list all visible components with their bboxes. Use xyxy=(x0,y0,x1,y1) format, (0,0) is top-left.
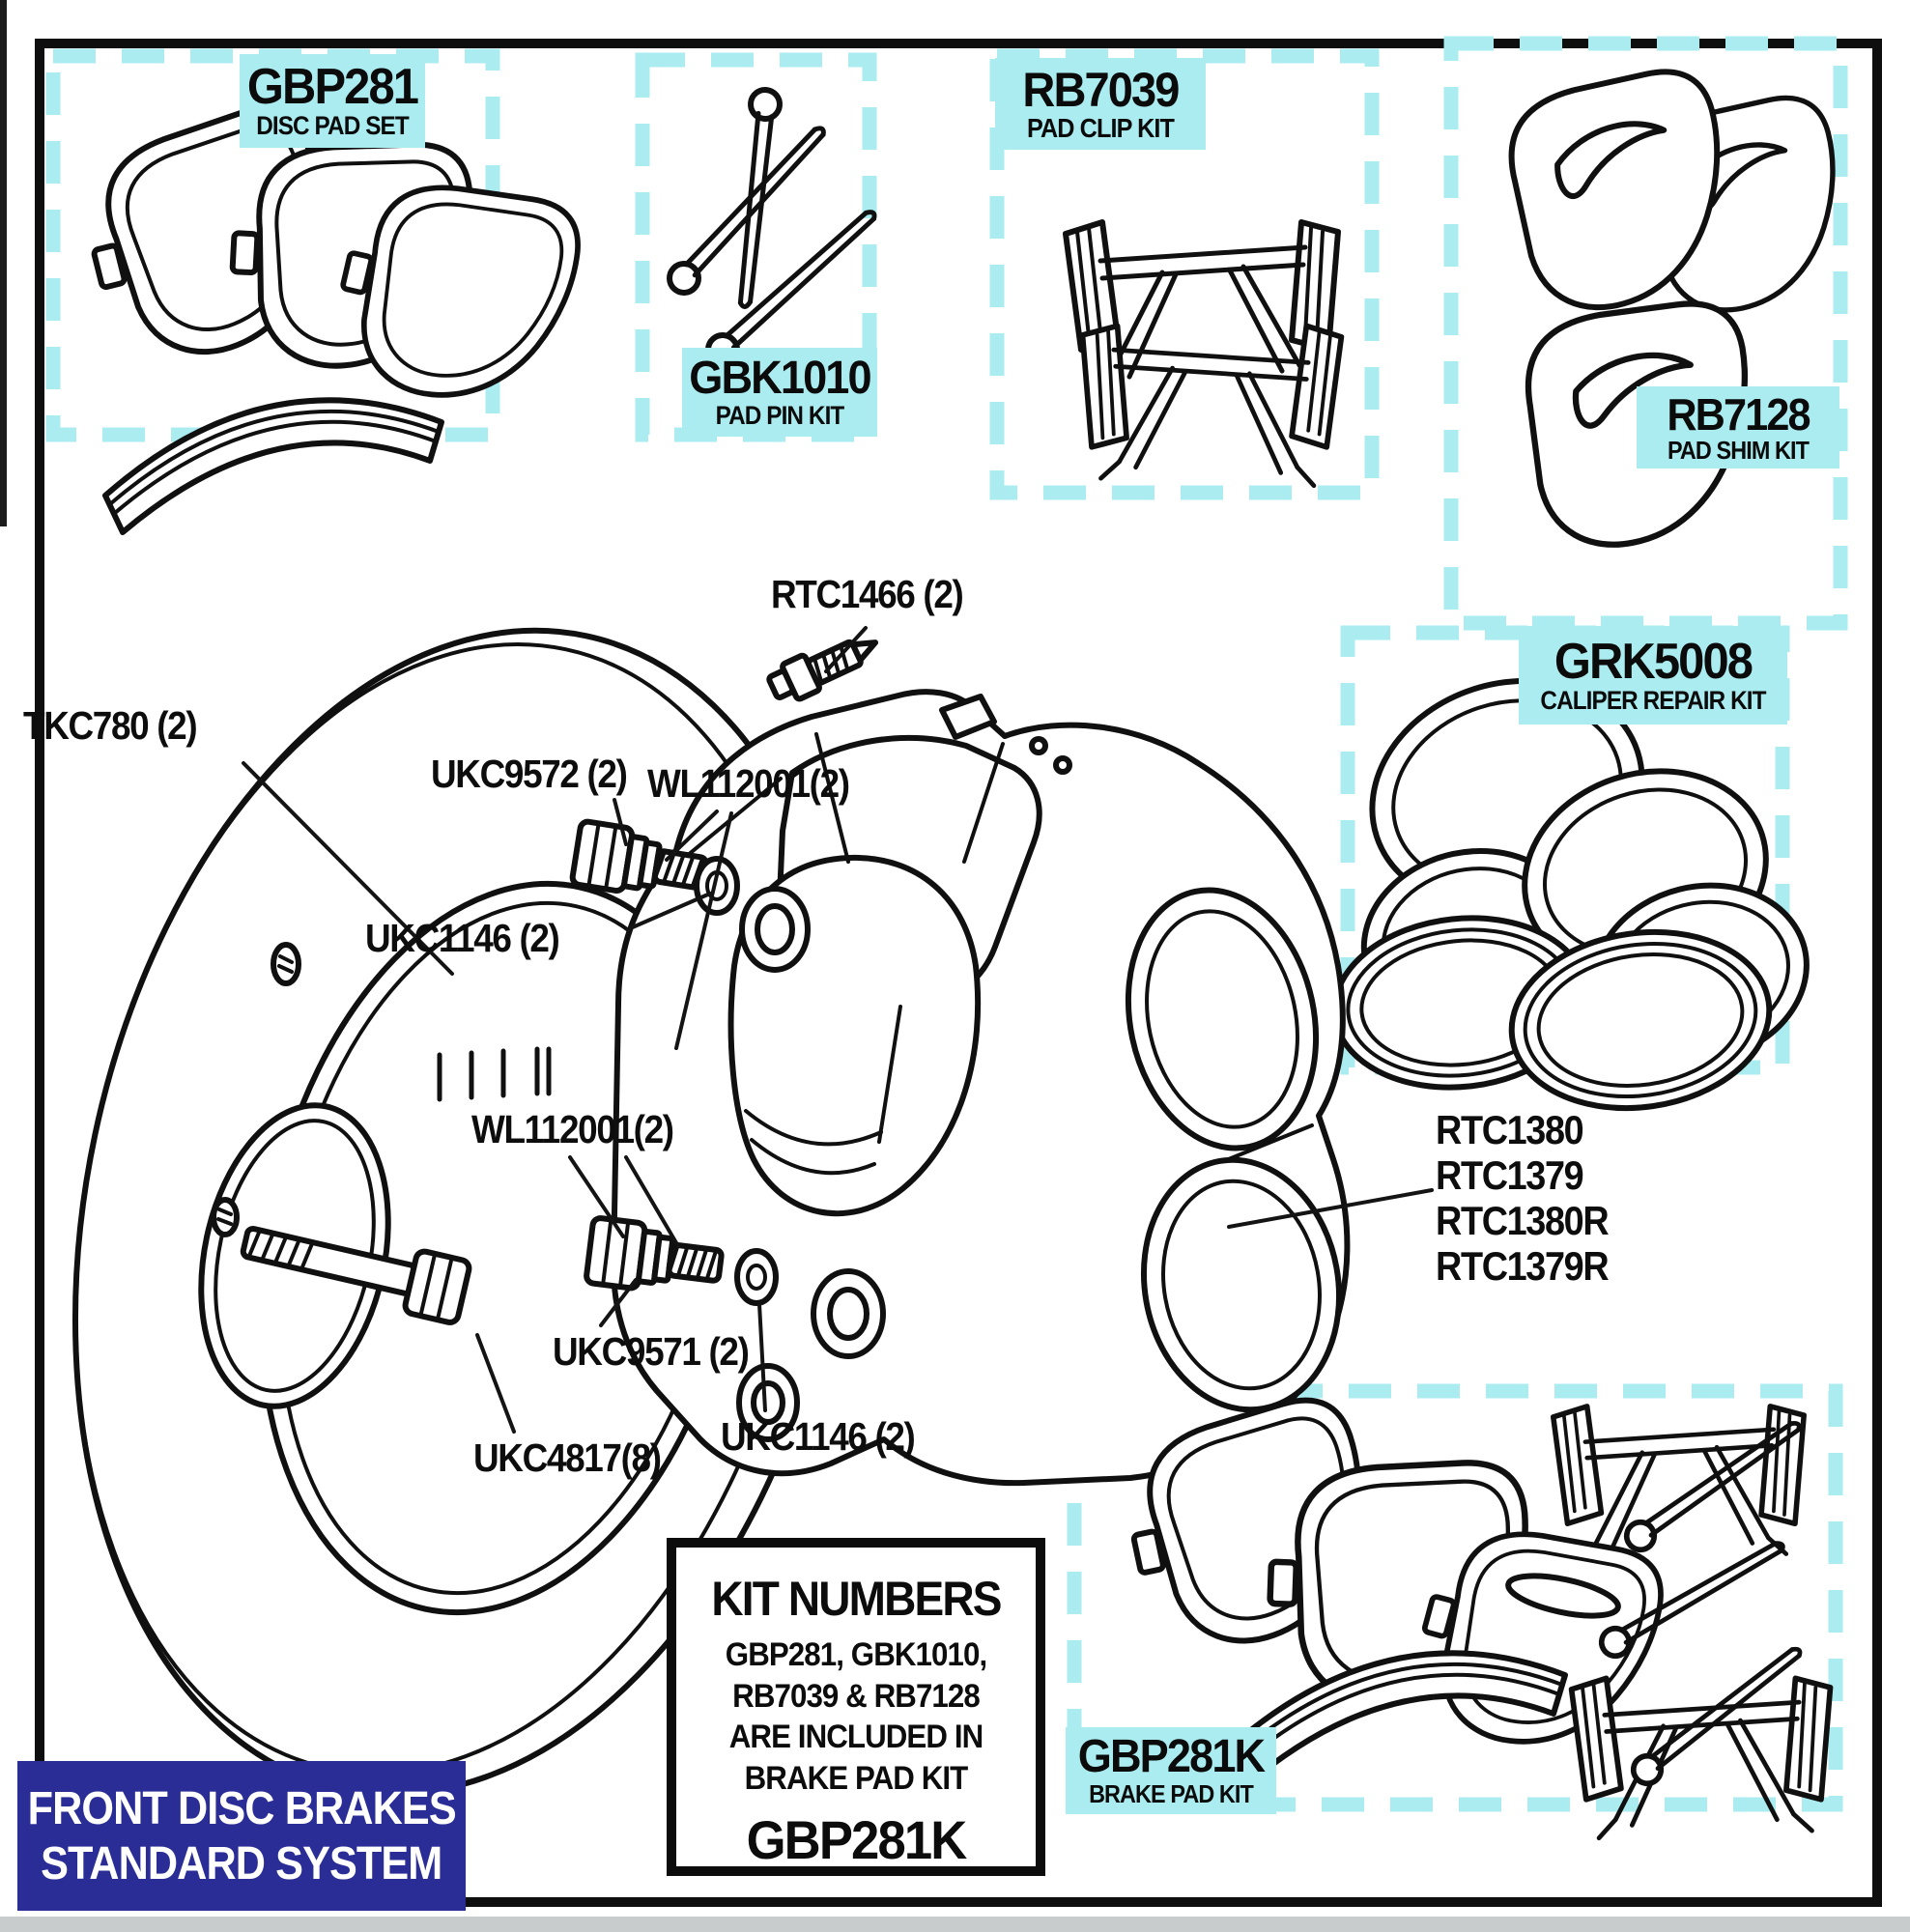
kit-note-line: RB7039 & RB7128 xyxy=(732,1677,981,1715)
part-label-rtc1466: RTC1466 (2) xyxy=(771,572,964,616)
disc-pad-set-illustration xyxy=(70,99,587,532)
bolt-ukc9571 xyxy=(584,1215,725,1292)
scan-artifact-line xyxy=(0,0,7,526)
kit-name: PAD CLIP KIT xyxy=(1026,112,1175,143)
hash-marks xyxy=(437,1046,552,1102)
kit-note-line: GBP281, GBK1010, xyxy=(725,1636,987,1673)
kit-code: GBP281 xyxy=(246,59,419,116)
page-title-line1: FRONT DISC BRAKES xyxy=(27,1782,456,1834)
part-label-wl112001-upper: WL112001(2) xyxy=(647,761,850,806)
kit-code: GBK1010 xyxy=(689,352,871,404)
kit-name: DISC PAD SET xyxy=(256,111,409,141)
part-label-tkc780: TKC780 (2) xyxy=(23,703,198,748)
part-label-wl112001-lower: WL112001(2) xyxy=(471,1107,674,1151)
pad-clip-kit-illustration xyxy=(1066,222,1341,486)
kit-plate-gbk1010: GBK1010 PAD PIN KIT xyxy=(682,348,877,437)
kit-note-line: ARE INCLUDED IN xyxy=(728,1719,984,1755)
kit-plate-rb7039: RB7039 PAD CLIP KIT xyxy=(995,58,1206,150)
brake-pad-kit-illustration xyxy=(1113,1391,1831,1838)
kit-name: PAD PIN KIT xyxy=(715,400,845,430)
kit-note-code: GBP281K xyxy=(746,1809,968,1870)
caliper-repair-kit-illustration xyxy=(1331,678,1810,1112)
part-label-ukc9572: UKC9572 (2) xyxy=(431,752,628,796)
pad-shim-kit-illustration xyxy=(1502,66,1852,549)
scan-edge-strip xyxy=(0,1917,1910,1932)
kit-numbers-note: KIT NUMBERS GBP281, GBK1010, RB7039 & RB… xyxy=(667,1538,1045,1876)
page-title-banner: FRONT DISC BRAKES STANDARD SYSTEM xyxy=(17,1761,466,1911)
leader-lines xyxy=(242,626,1434,1434)
bolt-ukc9572 xyxy=(569,818,709,895)
kit-plate-gbp281: GBP281 DISC PAD SET xyxy=(240,54,425,148)
kit-name: CALIPER REPAIR KIT xyxy=(1540,685,1766,715)
washer-ukc1146-upper xyxy=(694,856,740,916)
rb7128-dashed-box xyxy=(1443,36,1848,631)
kit-note-heading: KIT NUMBERS xyxy=(711,1572,1002,1626)
caliper-part-number: RTC1379R xyxy=(1436,1243,1610,1289)
caliper-part-number: RTC1380R xyxy=(1436,1198,1610,1243)
kit-name: BRAKE PAD KIT xyxy=(1089,1779,1254,1809)
part-label-ukc4817: UKC4817(8) xyxy=(473,1435,662,1480)
kit-plate-rb7128: RB7128 PAD SHIM KIT xyxy=(1637,386,1839,469)
washer-ukc1146-lower xyxy=(734,1248,779,1306)
bolt-ukc4817 xyxy=(240,1225,472,1325)
part-label-ukc1146-upper: UKC1146 (2) xyxy=(365,916,560,960)
pad-pin-kit-illustration xyxy=(664,89,884,371)
shield-hole xyxy=(271,942,301,986)
caliper-part-number: RTC1380 xyxy=(1436,1107,1584,1152)
kit-note-line: BRAKE PAD KIT xyxy=(744,1759,969,1797)
page-title-line2: STANDARD SYSTEM xyxy=(41,1837,442,1889)
kit-code: RB7039 xyxy=(1022,62,1180,117)
part-label-ukc1146-lower: UKC1146 (2) xyxy=(721,1414,916,1459)
caliper-part-number: RTC1379 xyxy=(1436,1152,1584,1198)
bleed-screw-rtc1466 xyxy=(766,639,879,702)
part-label-ukc9571: UKC9571 (2) xyxy=(553,1329,750,1374)
gbp281k-dashed-box xyxy=(1067,1383,1843,1812)
kit-code: GRK5008 xyxy=(1554,633,1753,690)
kit-code: RB7128 xyxy=(1667,388,1810,440)
rb7039-dashed-box xyxy=(989,48,1380,500)
kit-plate-gbp281k: GBP281K BRAKE PAD KIT xyxy=(1066,1727,1276,1814)
kit-plate-grk5008: GRK5008 CALIPER REPAIR KIT xyxy=(1519,626,1787,724)
kit-code: GBP281K xyxy=(1077,1731,1266,1783)
kit-name: PAD SHIM KIT xyxy=(1667,435,1810,465)
caliper-illustration xyxy=(611,689,1351,1487)
shield-threaded-hole xyxy=(211,1197,240,1237)
